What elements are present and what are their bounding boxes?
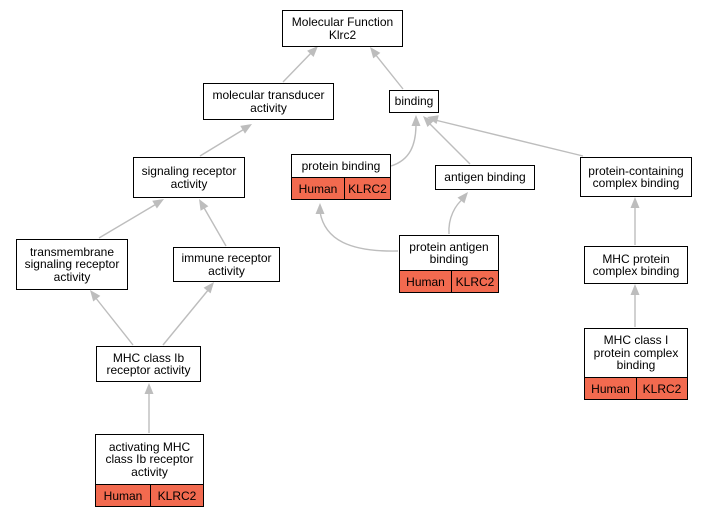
node-immune-receptor-activity[interactable]: immune receptor activity bbox=[173, 247, 280, 282]
edge-immune-to-signaling bbox=[199, 199, 227, 247]
annotation-row: Human KLRC2 bbox=[96, 484, 203, 506]
annotation-gene[interactable]: KLRC2 bbox=[451, 271, 498, 292]
arrowhead-icon bbox=[423, 116, 434, 128]
node-protein-containing-complex-binding[interactable]: protein-containing complex binding bbox=[580, 157, 692, 197]
arrowhead-icon bbox=[307, 46, 318, 58]
edge-transmembrane-to-signaling bbox=[98, 199, 164, 239]
annotation-gene[interactable]: KLRC2 bbox=[150, 485, 203, 506]
edge-mhc-protein-to-protein-containing bbox=[630, 197, 640, 245]
node-label: MHC class I protein complex binding bbox=[593, 333, 679, 373]
edge-protein-containing-to-binding bbox=[427, 115, 584, 157]
annotation-species[interactable]: Human bbox=[585, 378, 636, 399]
annotation-species[interactable]: Human bbox=[400, 271, 451, 292]
edge-protein-binding-to-binding bbox=[390, 115, 421, 167]
node-label: immune receptor activity bbox=[181, 251, 272, 278]
node-molecular-function[interactable]: Molecular Function Klrc2 bbox=[282, 10, 403, 47]
node-label: MHC class Ib receptor activity bbox=[106, 350, 191, 377]
arrowhead-icon bbox=[315, 203, 325, 214]
node-protein-antigen-binding[interactable]: protein antigen binding Human KLRC2 bbox=[399, 235, 499, 293]
edge-mhc-i-to-mhc-protein bbox=[630, 284, 640, 327]
node-binding[interactable]: binding bbox=[389, 90, 439, 113]
arrowhead-icon bbox=[630, 284, 640, 295]
annotation-species[interactable]: Human bbox=[96, 485, 150, 506]
arrowhead-icon bbox=[411, 115, 421, 126]
edge-mhc-ib-to-immune bbox=[162, 282, 214, 346]
node-label: Molecular Function Klrc2 bbox=[291, 15, 394, 42]
edge-mhc-ib-to-transmembrane bbox=[90, 290, 134, 346]
node-mhc-class-ib-receptor-activity[interactable]: MHC class Ib receptor activity bbox=[96, 346, 201, 382]
node-activating-mhc-class-ib-receptor-activity[interactable]: activating MHC class Ib receptor activit… bbox=[95, 434, 204, 507]
node-label: protein binding bbox=[301, 158, 381, 173]
edge-antigen-to-binding bbox=[423, 116, 471, 165]
arrowhead-icon bbox=[457, 192, 468, 204]
annotation-row: Human KLRC2 bbox=[585, 377, 687, 399]
node-label: activating MHC class Ib receptor activit… bbox=[105, 439, 194, 479]
edge-signaling-to-transducer bbox=[199, 124, 252, 157]
arrowhead-icon bbox=[630, 197, 640, 208]
annotation-species[interactable]: Human bbox=[292, 178, 344, 199]
node-mhc-protein-complex-binding[interactable]: MHC protein complex binding bbox=[584, 246, 688, 284]
node-protein-binding[interactable]: protein binding Human KLRC2 bbox=[291, 154, 391, 200]
arrowhead-icon bbox=[427, 115, 439, 125]
arrowhead-icon bbox=[240, 124, 252, 134]
node-label: protein antigen binding bbox=[409, 239, 489, 266]
arrowhead-icon bbox=[203, 282, 214, 294]
arrowhead-icon bbox=[152, 199, 164, 209]
annotation-row: Human KLRC2 bbox=[400, 270, 498, 292]
annotation-row: Human KLRC2 bbox=[292, 177, 390, 199]
arrowhead-icon bbox=[144, 383, 154, 394]
node-antigen-binding[interactable]: antigen binding bbox=[435, 165, 535, 190]
arrowhead-icon bbox=[199, 199, 209, 211]
edge-binding-to-root bbox=[370, 47, 404, 90]
node-label: antigen binding bbox=[444, 170, 526, 185]
edge-transducer-to-root bbox=[282, 46, 318, 83]
node-label: protein-containing complex binding bbox=[588, 163, 684, 190]
arrowhead-icon bbox=[90, 290, 101, 302]
node-mhc-class-i-protein-complex-binding[interactable]: MHC class I protein complex binding Huma… bbox=[584, 328, 688, 400]
node-label: signaling receptor activity bbox=[141, 164, 237, 191]
node-signaling-receptor-activity[interactable]: signaling receptor activity bbox=[133, 157, 245, 198]
annotation-gene[interactable]: KLRC2 bbox=[636, 378, 687, 399]
annotation-gene[interactable]: KLRC2 bbox=[344, 178, 390, 199]
node-molecular-transducer-activity[interactable]: molecular transducer activity bbox=[203, 83, 334, 120]
arrowhead-icon bbox=[370, 47, 381, 59]
node-label: molecular transducer activity bbox=[212, 88, 325, 115]
edge-activating-to-mhc-ib bbox=[144, 383, 154, 433]
node-label: binding bbox=[394, 94, 434, 109]
node-transmembrane-signaling-receptor-activity[interactable]: transmembrane signaling receptor activit… bbox=[16, 239, 128, 290]
node-label: transmembrane signaling receptor activit… bbox=[24, 244, 120, 284]
node-label: MHC protein complex binding bbox=[592, 251, 680, 278]
edge-protein-antigen-to-protein-binding bbox=[315, 203, 399, 252]
edge-protein-antigen-to-antigen bbox=[448, 192, 468, 235]
